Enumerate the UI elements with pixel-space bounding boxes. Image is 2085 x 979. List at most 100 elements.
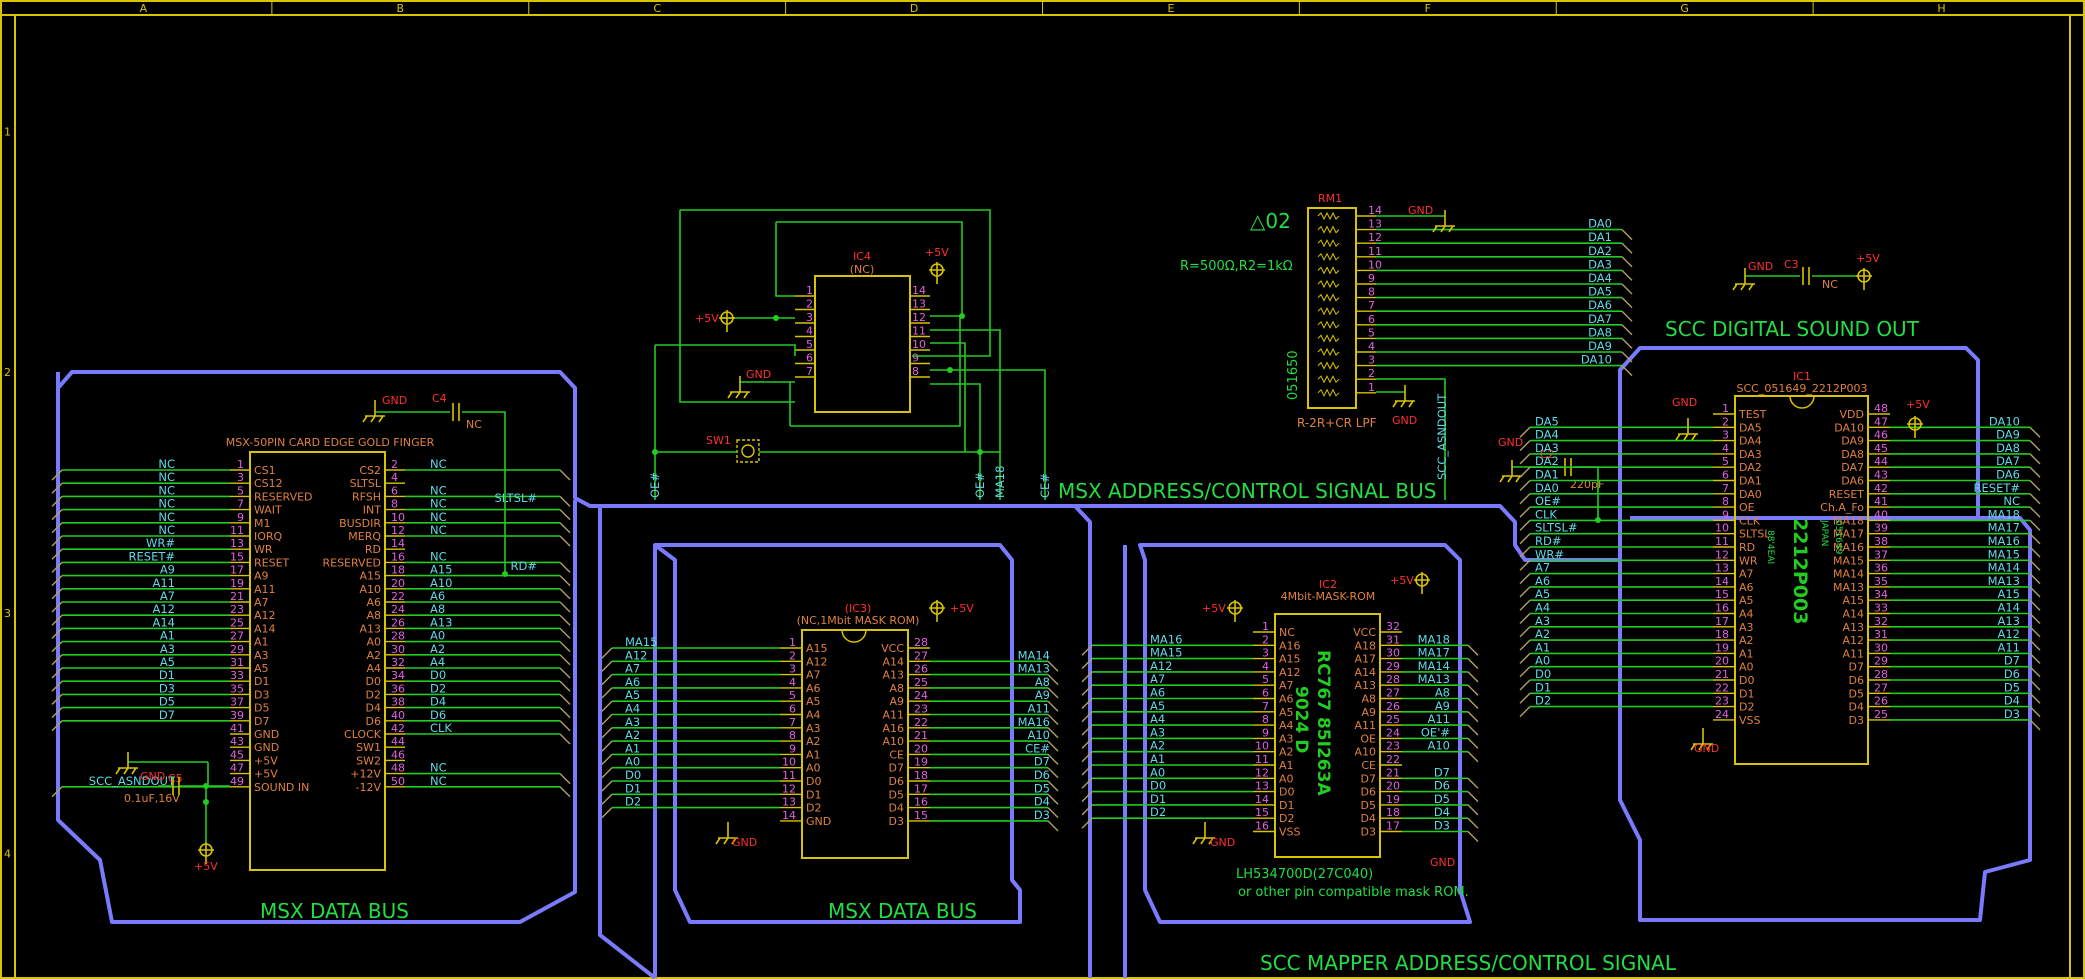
svg-text:4: 4 <box>1722 442 1729 455</box>
revision-mark: △02 <box>1250 209 1291 233</box>
svg-text:CS1: CS1 <box>254 464 276 477</box>
svg-text:21: 21 <box>1715 668 1729 681</box>
ruler-row-3: 3 <box>4 607 11 620</box>
svg-text:DA3: DA3 <box>1535 441 1559 455</box>
svg-text:A15: A15 <box>1842 594 1864 607</box>
svg-text:18: 18 <box>1386 806 1400 819</box>
svg-text:9: 9 <box>1368 272 1375 285</box>
svg-text:GND: GND <box>1408 204 1433 217</box>
svg-text:A7: A7 <box>625 662 640 676</box>
svg-text:A4: A4 <box>806 709 821 722</box>
svg-text:DA6: DA6 <box>1996 468 2020 482</box>
svg-text:10: 10 <box>1715 522 1729 535</box>
svg-text:CS2: CS2 <box>359 464 381 477</box>
svg-text:14: 14 <box>391 537 405 550</box>
svg-text:A0: A0 <box>1150 765 1165 779</box>
svg-text:D0: D0 <box>1150 779 1166 793</box>
svg-text:VCC: VCC <box>1353 626 1376 639</box>
svg-text:D7: D7 <box>2004 654 2020 668</box>
svg-text:3: 3 <box>806 311 813 324</box>
svg-text:DA7: DA7 <box>1996 454 2020 468</box>
svg-text:13: 13 <box>1255 780 1269 793</box>
msx-connector-pin-1: 1 CS1 NC <box>51 457 276 481</box>
svg-text:21: 21 <box>230 590 244 603</box>
svg-text:NC: NC <box>466 418 482 431</box>
svg-text:A14: A14 <box>254 622 276 635</box>
svg-text:CLOCK: CLOCK <box>344 728 382 741</box>
svg-text:25: 25 <box>914 676 928 689</box>
svg-text:1: 1 <box>237 458 244 471</box>
svg-text:22: 22 <box>914 716 928 729</box>
svg-text:+5V: +5V <box>695 312 719 325</box>
svg-text:8: 8 <box>912 365 919 378</box>
svg-text:+5V: +5V <box>1390 574 1414 587</box>
svg-text:D0: D0 <box>1279 786 1294 799</box>
svg-text:7: 7 <box>1262 700 1269 713</box>
ruler-row-1: 1 <box>4 125 11 138</box>
ic4-pwr-right <box>929 262 945 284</box>
svg-text:28: 28 <box>1874 668 1888 681</box>
svg-text:A12: A12 <box>625 648 648 662</box>
rm1-values-note: R=500Ω,R2=1kΩ <box>1180 259 1293 274</box>
svg-text:A2: A2 <box>806 735 821 748</box>
svg-text:10: 10 <box>782 756 796 769</box>
ruler-col-H: H <box>1937 2 1945 15</box>
svg-text:A9: A9 <box>1435 699 1450 713</box>
svg-text:A4: A4 <box>366 662 381 675</box>
svg-text:A8: A8 <box>1361 693 1376 706</box>
svg-text:18: 18 <box>1715 628 1729 641</box>
svg-text:49: 49 <box>230 775 244 788</box>
svg-text:D4: D4 <box>430 695 446 709</box>
svg-text:051649: 051649 <box>1833 520 1843 555</box>
svg-text:24: 24 <box>391 603 405 616</box>
svg-text:A11: A11 <box>1427 712 1450 726</box>
svg-text:A13: A13 <box>430 615 453 629</box>
scc-digital-outline <box>1618 346 1980 560</box>
ic4-gnd <box>727 376 750 399</box>
svg-text:29: 29 <box>1874 655 1888 668</box>
svg-text:27: 27 <box>230 630 244 643</box>
svg-text:A5: A5 <box>254 662 269 675</box>
svg-text:A15: A15 <box>806 642 828 655</box>
svg-text:NC: NC <box>158 470 175 484</box>
svg-text:A5: A5 <box>1150 699 1165 713</box>
svg-text:24: 24 <box>914 689 928 702</box>
svg-text:20: 20 <box>391 577 405 590</box>
svg-text:NC: NC <box>158 510 175 524</box>
svg-text:25: 25 <box>1386 713 1400 726</box>
svg-text:17: 17 <box>1386 820 1400 833</box>
svg-text:33: 33 <box>230 669 244 682</box>
svg-text:30: 30 <box>1874 641 1888 654</box>
svg-text:17: 17 <box>230 564 244 577</box>
svg-text:SLTSL: SLTSL <box>1739 528 1771 541</box>
svg-text:DA1: DA1 <box>1588 230 1612 244</box>
svg-text:DA3: DA3 <box>1588 257 1612 271</box>
ruler-row-2: 2 <box>4 366 11 379</box>
svg-text:C4: C4 <box>432 392 447 405</box>
svg-text:A5: A5 <box>1739 594 1754 607</box>
svg-text:DA1: DA1 <box>1739 475 1762 488</box>
svg-text:23: 23 <box>1386 740 1400 753</box>
svg-text:DA6: DA6 <box>1841 475 1864 488</box>
svg-text:RD: RD <box>365 543 381 556</box>
svg-text:(IC3): (IC3) <box>845 602 872 615</box>
svg-text:47: 47 <box>1874 415 1888 428</box>
